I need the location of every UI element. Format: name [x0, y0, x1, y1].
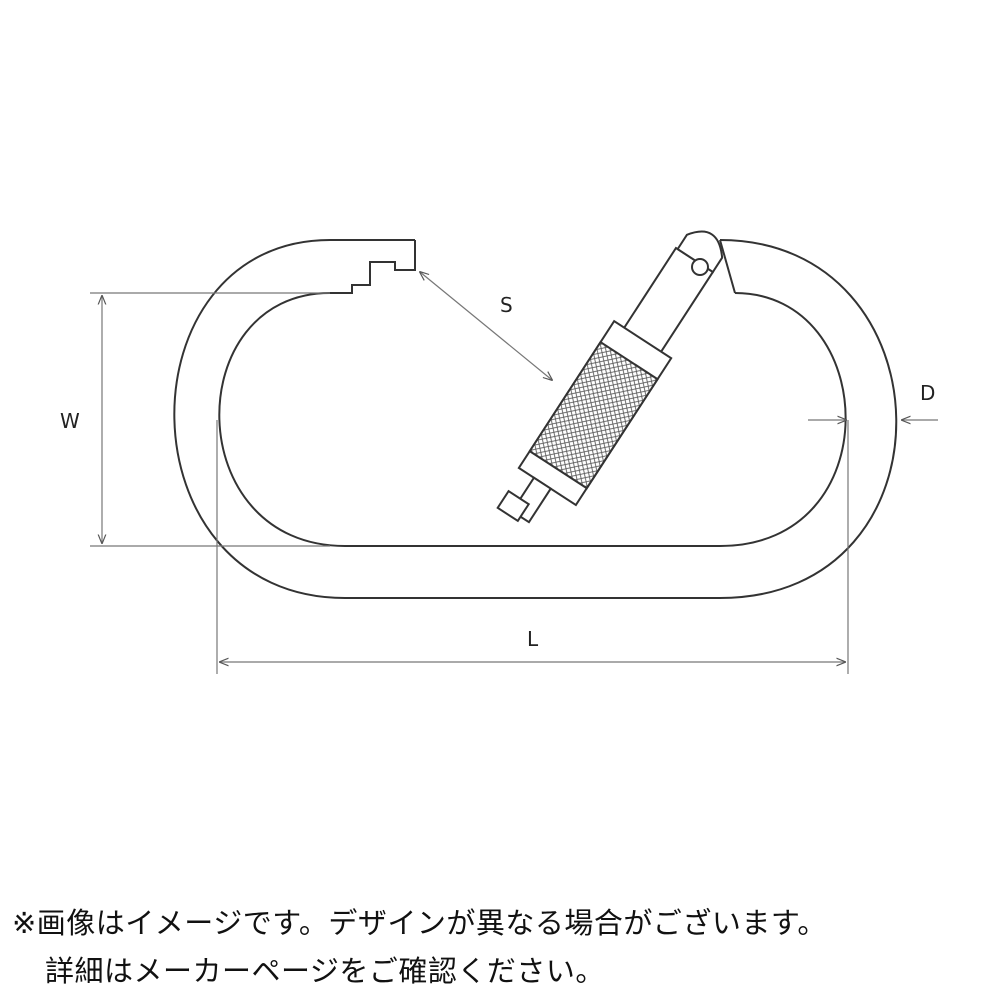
gate: [496, 230, 724, 524]
outer-contour: [173, 239, 898, 599]
dim-label-w: W: [60, 409, 80, 433]
disclaimer-line-1: ※画像はイメージです。デザインが異なる場合がございます。: [12, 906, 827, 940]
gate-latch-tip: [496, 489, 531, 523]
carabiner-body: [173, 239, 898, 599]
hinge-end: [719, 239, 736, 294]
dimension-l: [216, 420, 849, 674]
disclaimer-line-2: 詳細はメーカーページをご確認ください。: [45, 954, 605, 988]
hinge-pin: [691, 258, 709, 276]
dimension-s: [420, 272, 552, 380]
dim-label-l: L: [527, 627, 539, 651]
dim-label-d: D: [920, 381, 935, 405]
knurled-grip: [528, 340, 659, 490]
gate-notch: [330, 240, 416, 294]
dim-label-s: S: [500, 293, 513, 317]
carabiner-diagram: W L S D: [60, 230, 938, 674]
inner-contour: [218, 292, 847, 547]
dimension-w: [90, 292, 330, 547]
hinge-tab: [676, 230, 724, 274]
